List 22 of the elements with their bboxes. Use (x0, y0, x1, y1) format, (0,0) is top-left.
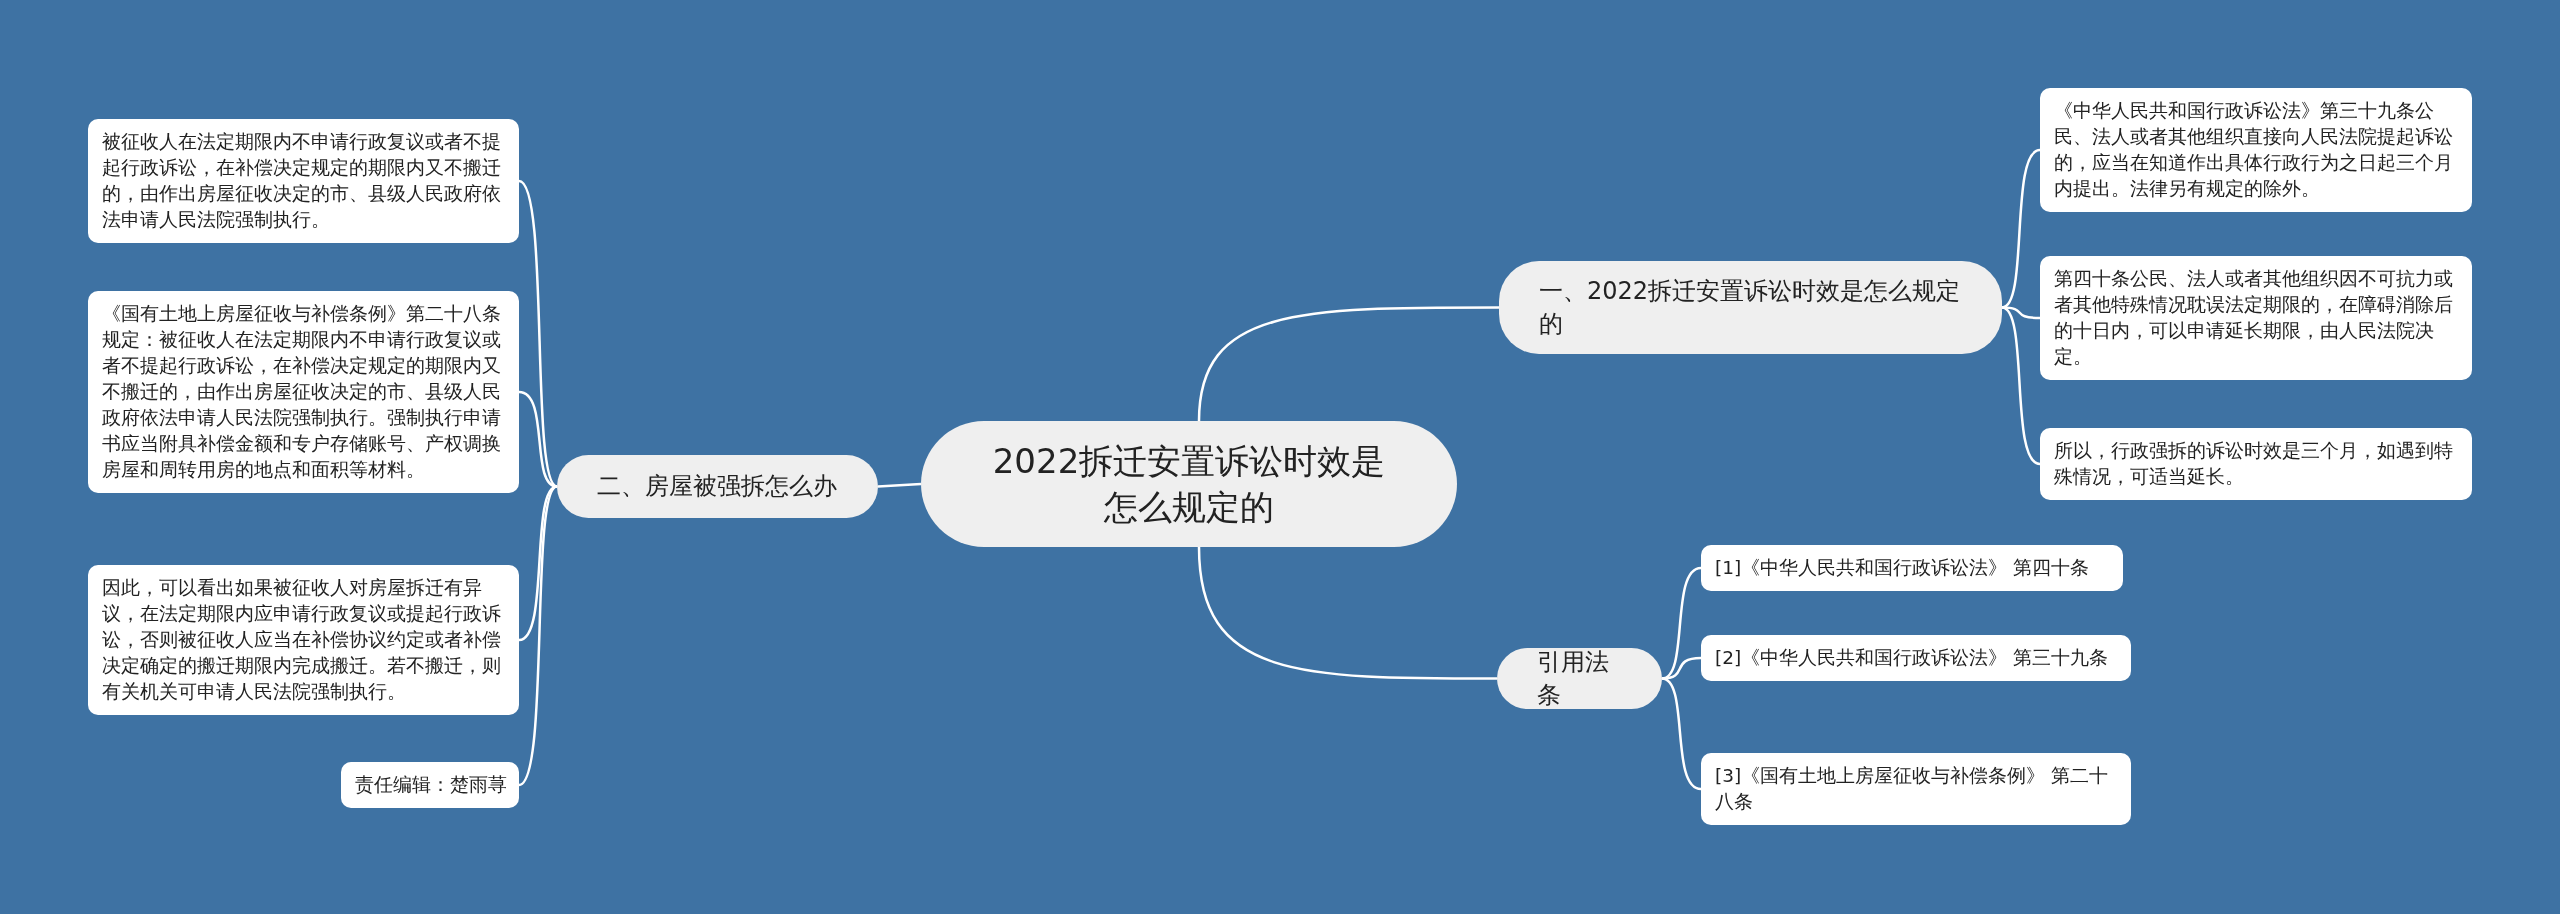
central-topic: 2022拆迁安置诉讼时效是怎么规定的 (921, 421, 1457, 547)
connector-line (2001, 306, 2041, 466)
text-card: 被征收人在法定期限内不申请行政复议或者不提起行政诉讼，在补偿决定规定的期限内又不搬迁的，由作出房屋征收决定的市、县级人民政府依法申请人民法院强制执行。 (88, 119, 519, 243)
text-card: 责任编辑：楚雨荨 (341, 762, 519, 808)
text-card: [3]《国有土地上房屋征收与补偿条例》 第二十八条 (1701, 753, 2131, 825)
text-card: 因此，可以看出如果被征收人对房屋拆迁有异议，在法定期限内应申请行政复议或提起行政诉讼，否则被征收人应当在补偿协议约定或者补偿决定确定的搬迁期限内完成搬迁。若不搬迁，则有关机关可申请人民法院强制执行。 (88, 565, 519, 715)
text-card: 所以，行政强拆的诉讼时效是三个月，如遇到特殊情况，可适当延长。 (2040, 428, 2472, 500)
text-card: 《国有土地上房屋征收与补偿条例》第二十八条规定：被征收人在法定期限内不申请行政复议或者不提起行政诉讼，在补偿决定规定的期限内又不搬迁的，由作出房屋征收决定的市、县级人民政府依法申请人民法院强制执行。强制执行申请书应当附具补偿金额和专户存储账号、产权调换房屋和周转用房的地点和面积等材料。 (88, 291, 519, 493)
text-card: [1]《中华人民共和国行政诉讼法》 第四十条 (1701, 545, 2123, 591)
topic-bubble: 二、房屋被强拆怎么办 (557, 455, 878, 518)
connector-line (1197, 306, 1499, 422)
connector-line (1197, 546, 1497, 680)
text-card: [2]《中华人民共和国行政诉讼法》 第三十九条 (1701, 635, 2131, 681)
topic-bubble: 一、2022拆迁安置诉讼时效是怎么规定的 (1499, 261, 2002, 354)
text-card: 《中华人民共和国行政诉讼法》第三十九条公民、法人或者其他组织直接向人民法院提起诉讼的，应当在知道作出具体行政行为之日起三个月内提出。法律另有规定的除外。 (2040, 88, 2472, 212)
connector-line (1661, 677, 1702, 791)
topic-bubble: 引用法条 (1497, 648, 1662, 709)
connector-line (518, 390, 558, 488)
connector-line (877, 482, 922, 488)
text-card: 第四十条公民、法人或者其他组织因不可抗力或者其他特殊情况耽误法定期限的，在障碍消除后的十日内，可以申请延长期限，由人民法院决定。 (2040, 256, 2472, 380)
connector-line (518, 485, 558, 786)
connector-line (518, 180, 558, 488)
